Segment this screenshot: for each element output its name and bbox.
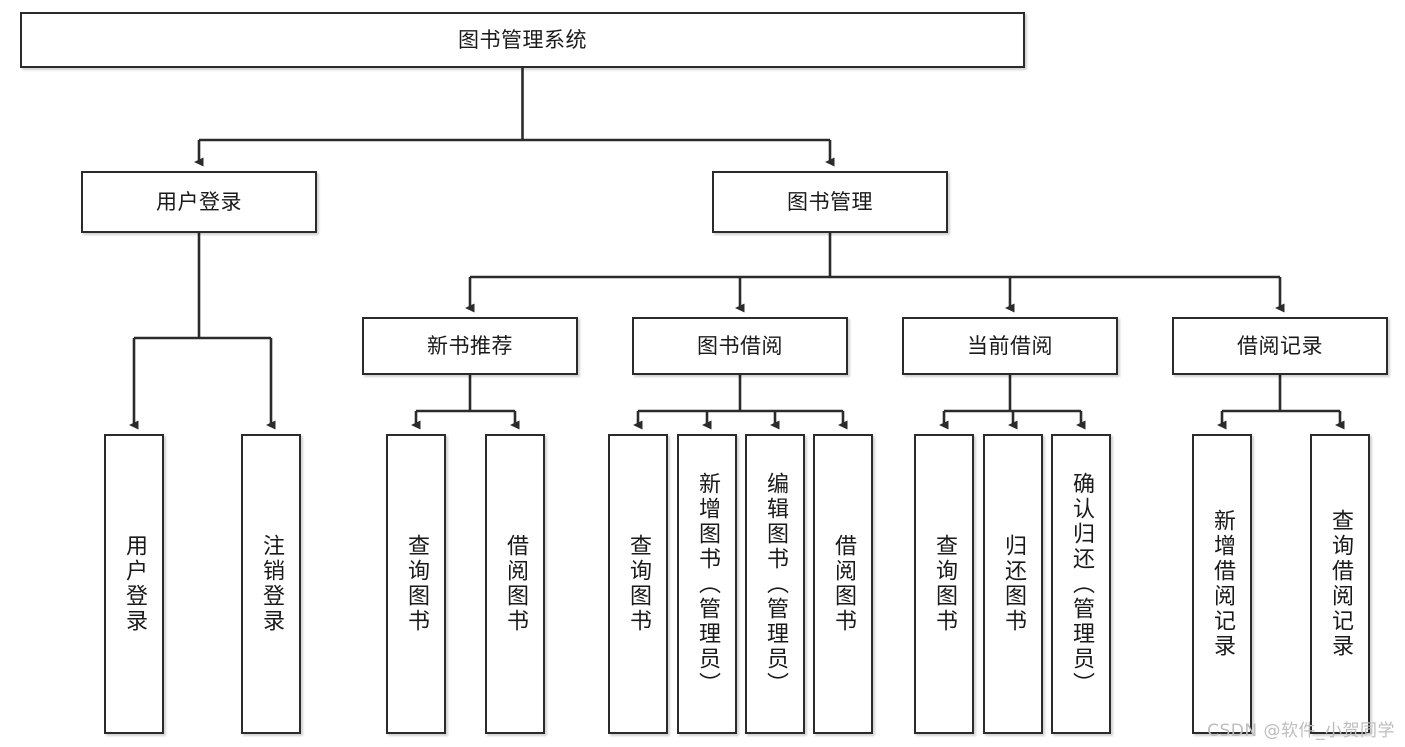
- leaf-node-box[interactable]: 用户登录: [104, 434, 164, 734]
- leaf-node-box[interactable]: 查询图书: [386, 434, 446, 734]
- leaf-node-label: 新增借阅记录: [1210, 509, 1235, 659]
- leaf-node-box[interactable]: 新增借阅记录: [1192, 434, 1252, 734]
- root-node-label: 图书管理系统: [458, 27, 587, 52]
- level3-node-box[interactable]: 当前借阅: [902, 317, 1118, 375]
- leaf-node-label: 查询借阅记录: [1328, 509, 1353, 659]
- leaf-node-box[interactable]: 借阅图书: [813, 434, 873, 734]
- level3-node-box[interactable]: 借阅记录: [1172, 317, 1388, 375]
- leaf-node-box[interactable]: 查询图书: [608, 434, 668, 734]
- csdn-watermark: CSDN @软件_小贺同学: [1207, 721, 1395, 741]
- leaf-node-label: 归还图书: [1001, 534, 1026, 634]
- level3-node-box[interactable]: 新书推荐: [362, 317, 578, 375]
- leaf-node-label: 新增图书（管理员）: [695, 471, 720, 697]
- leaf-node-label: 查询图书: [932, 534, 957, 634]
- leaf-node-label: 查询图书: [626, 534, 651, 634]
- level3-node-label: 借阅记录: [1237, 333, 1323, 358]
- level2-node-box[interactable]: 用户登录: [81, 171, 317, 233]
- leaf-node-box[interactable]: 借阅图书: [485, 434, 545, 734]
- leaf-node-box[interactable]: 注销登录: [241, 434, 301, 734]
- leaf-node-label: 确认归还（管理员）: [1069, 471, 1094, 697]
- level3-node-box[interactable]: 图书借阅: [632, 317, 848, 375]
- leaf-node-box[interactable]: 确认归还（管理员）: [1051, 434, 1111, 734]
- level2-node-box[interactable]: 图书管理: [712, 171, 948, 233]
- level2-node-label: 用户登录: [156, 189, 242, 214]
- leaf-node-box[interactable]: 归还图书: [983, 434, 1043, 734]
- leaf-node-label: 注销登录: [259, 534, 284, 634]
- leaf-node-label: 用户登录: [122, 534, 147, 634]
- leaf-node-box[interactable]: 查询图书: [914, 434, 974, 734]
- level3-node-label: 当前借阅: [967, 333, 1053, 358]
- leaf-node-box[interactable]: 编辑图书（管理员）: [745, 434, 805, 734]
- level2-node-label: 图书管理: [787, 189, 873, 214]
- leaf-node-box[interactable]: 查询借阅记录: [1310, 434, 1370, 734]
- leaf-node-label: 查询图书: [404, 534, 429, 634]
- level3-node-label: 图书借阅: [697, 333, 783, 358]
- leaf-node-label: 借阅图书: [503, 534, 528, 634]
- leaf-node-label: 编辑图书（管理员）: [763, 471, 788, 697]
- leaf-node-box[interactable]: 新增图书（管理员）: [677, 434, 737, 734]
- level3-node-label: 新书推荐: [427, 333, 513, 358]
- root-node-box[interactable]: 图书管理系统: [20, 12, 1025, 68]
- leaf-node-label: 借阅图书: [831, 534, 856, 634]
